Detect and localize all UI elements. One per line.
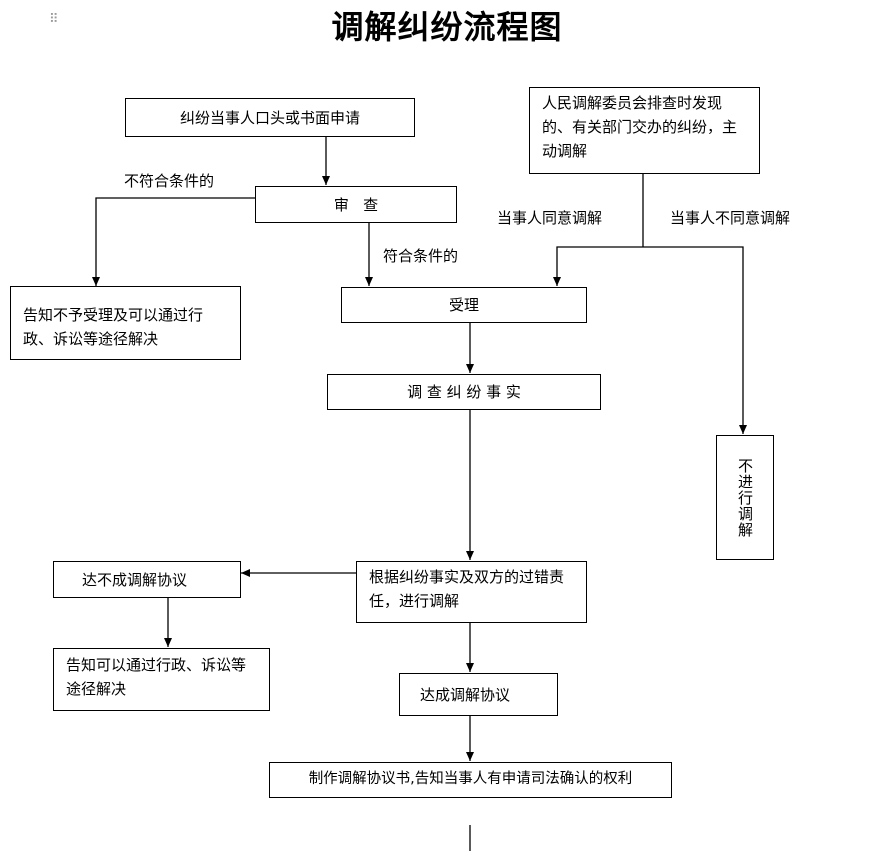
qualified-label: 符合条件的 [383, 247, 459, 265]
application-label: 纠纷当事人口头或书面申请 [179, 108, 360, 127]
mediate-label: 根据纠纷事实及双方的过错责任，进行调解 [369, 568, 565, 610]
mediate-box: 根据纠纷事实及双方的过错责任，进行调解 [356, 561, 587, 623]
review-label: 审 查 [333, 195, 379, 214]
reach-agreement-label: 达成调解协议 [420, 685, 511, 704]
fail-agreement-box: 达不成调解协议 [53, 561, 241, 598]
make-agreement-label: 制作调解协议书,告知当事人有申请司法确认的权利 [308, 771, 633, 788]
accept-label: 受理 [448, 296, 479, 314]
notify-alternatives-label: 告知可以通过行政、诉讼等途径解决 [66, 656, 247, 698]
committee-discovery-box: 人民调解委员会排查时发现的、有关部门交办的纠纷，主动调解 [529, 87, 760, 174]
committee-discovery-label: 人民调解委员会排查时发现的、有关部门交办的纠纷，主动调解 [542, 94, 738, 160]
page-title: 调解纠纷流程图 [331, 8, 563, 46]
fail-agreement-label: 达不成调解协议 [82, 570, 188, 589]
accept-box: 受理 [341, 287, 587, 323]
no-mediation-box: 不进行调解 [716, 435, 774, 560]
review-box: 审 查 [255, 186, 457, 223]
parties-disagree-label: 当事人不同意调解 [670, 209, 791, 227]
investigate-box: 调 查 纠 纷 事 实 [327, 374, 601, 410]
notify-reject-label: 告知不予受理及可以通过行政、诉讼等途径解决 [23, 306, 204, 348]
parties-agree-label: 当事人同意调解 [497, 209, 603, 227]
not-qualified-label: 不符合条件的 [124, 172, 215, 190]
application-box: 纠纷当事人口头或书面申请 [125, 98, 415, 137]
drag-handle-icon[interactable]: ⠿ [49, 12, 59, 27]
notify-reject-box: 告知不予受理及可以通过行政、诉讼等途径解决 [10, 286, 241, 360]
no-mediation-label: 不进行调解 [736, 457, 754, 538]
notify-alternatives-box: 告知可以通过行政、诉讼等途径解决 [53, 648, 270, 711]
investigate-label: 调 查 纠 纷 事 实 [407, 383, 521, 401]
make-agreement-box: 制作调解协议书,告知当事人有申请司法确认的权利 [269, 762, 672, 798]
reach-agreement-box: 达成调解协议 [399, 673, 558, 716]
